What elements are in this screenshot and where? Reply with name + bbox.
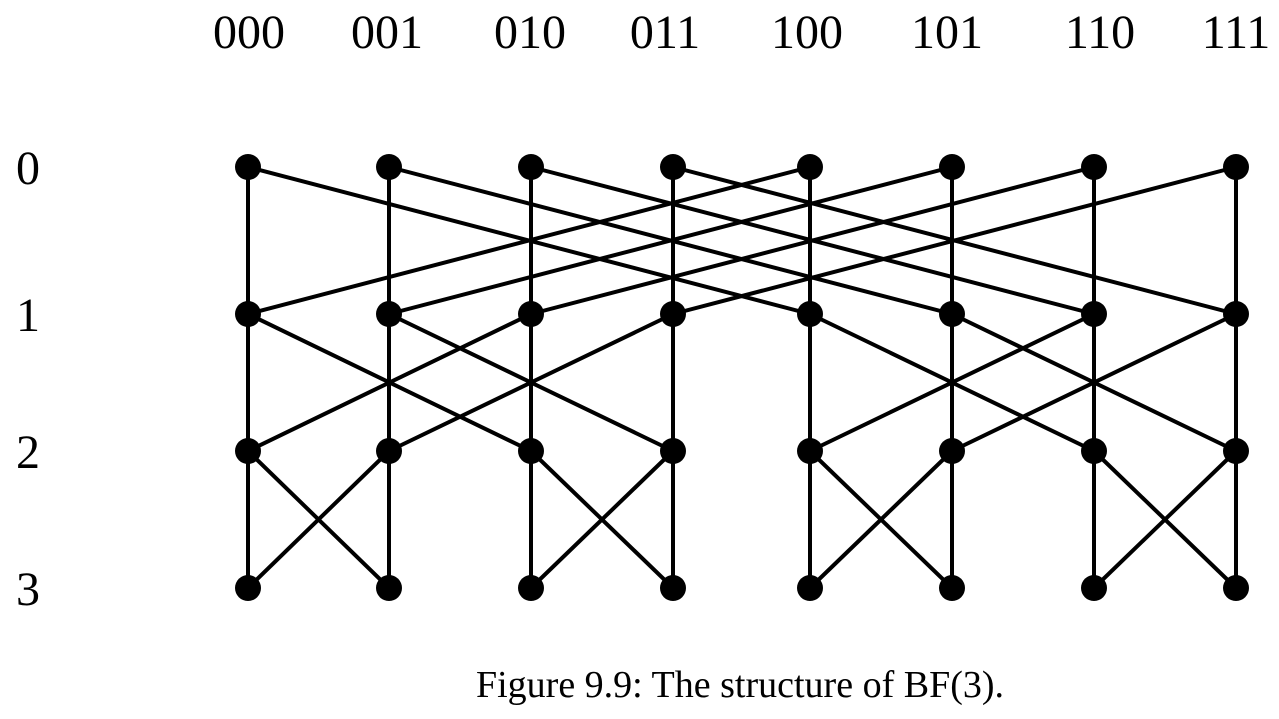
column-label: 101	[911, 6, 983, 59]
level-label: 1	[16, 289, 40, 342]
butterfly-node	[376, 438, 402, 464]
butterfly-node	[660, 575, 686, 601]
level-labels: 0 1 2 3	[16, 142, 40, 616]
butterfly-node	[235, 154, 261, 180]
butterfly-node	[939, 438, 965, 464]
cross-edge	[671, 165, 1238, 316]
cross-edge	[808, 312, 1096, 453]
cross-edge	[950, 312, 1238, 453]
edges	[246, 165, 1238, 590]
butterfly-node	[235, 301, 261, 327]
butterfly-node	[1223, 154, 1249, 180]
butterfly-node	[235, 438, 261, 464]
cross-edge	[529, 165, 1096, 316]
nodes	[235, 154, 1249, 601]
butterfly-node	[518, 575, 544, 601]
butterfly-node	[660, 301, 686, 327]
cross-edge	[808, 449, 954, 590]
butterfly-node	[797, 575, 823, 601]
butterfly-node	[797, 438, 823, 464]
butterfly-node	[376, 301, 402, 327]
cross-edge	[529, 449, 675, 590]
butterfly-node	[797, 301, 823, 327]
level-label: 0	[16, 142, 40, 195]
butterfly-node	[1081, 154, 1107, 180]
level-label: 2	[16, 426, 40, 479]
level-label: 3	[16, 563, 40, 616]
figure-caption: Figure 9.9: The structure of BF(3).	[476, 664, 1004, 706]
column-label: 001	[351, 6, 423, 59]
butterfly-node	[660, 154, 686, 180]
butterfly-node	[1081, 575, 1107, 601]
butterfly-node	[518, 301, 544, 327]
butterfly-node	[376, 575, 402, 601]
butterfly-node	[376, 154, 402, 180]
cross-edge	[246, 312, 533, 453]
cross-edge	[246, 449, 391, 590]
column-label: 000	[213, 6, 285, 59]
butterfly-node	[518, 154, 544, 180]
butterfly-node	[518, 438, 544, 464]
cross-edge	[246, 165, 812, 316]
butterfly-node	[939, 154, 965, 180]
butterfly-node	[1223, 438, 1249, 464]
butterfly-node	[1081, 301, 1107, 327]
butterfly-node	[660, 438, 686, 464]
butterfly-node	[1223, 301, 1249, 327]
column-label: 100	[771, 6, 843, 59]
column-labels: 000 001 010 011 100 101 110 111	[213, 6, 1270, 59]
butterfly-node	[797, 154, 823, 180]
column-label: 111	[1202, 6, 1270, 59]
butterfly-node	[939, 575, 965, 601]
cross-edge	[387, 312, 675, 453]
butterfly-node	[235, 575, 261, 601]
butterfly-node	[1223, 575, 1249, 601]
cross-edge	[387, 165, 954, 316]
column-label: 010	[494, 6, 566, 59]
column-label: 110	[1065, 6, 1135, 59]
butterfly-node	[939, 301, 965, 327]
butterfly-node	[1081, 438, 1107, 464]
cross-edge	[1092, 449, 1238, 590]
column-label: 011	[630, 6, 700, 59]
